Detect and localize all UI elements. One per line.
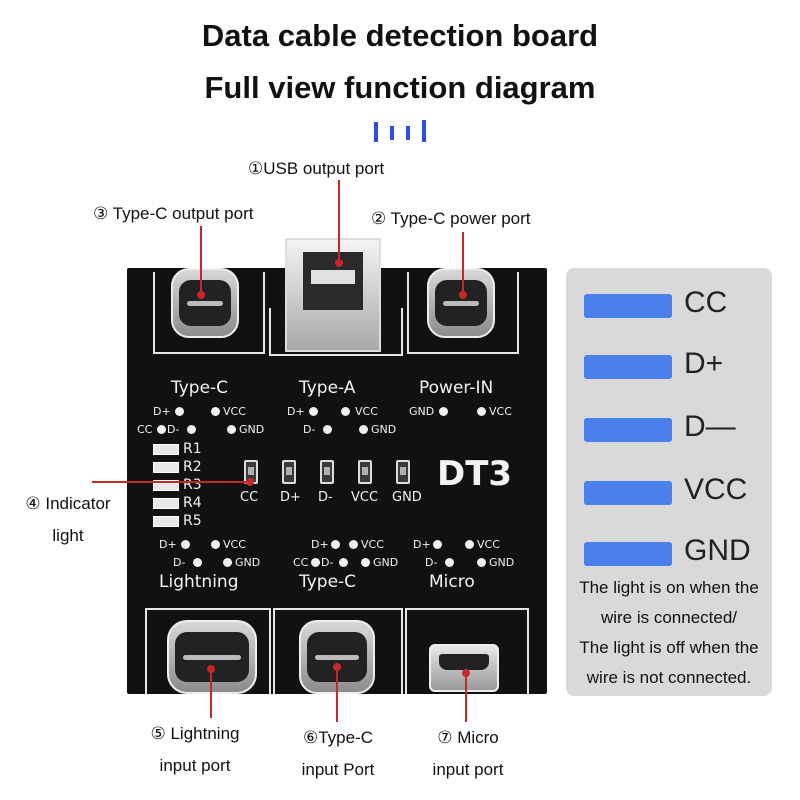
callout-lightning-input: ⑤ Lightning input port xyxy=(135,718,255,782)
page-title: Data cable detection board xyxy=(201,18,599,53)
pad-label: CC xyxy=(137,423,153,436)
legend-swatch xyxy=(584,294,672,318)
micro-frame xyxy=(405,608,529,694)
pad-label: GND xyxy=(371,423,397,436)
callout-lightning-line2: input port xyxy=(159,756,231,775)
legend-swatch xyxy=(584,542,672,566)
pad-label: GND xyxy=(373,556,399,569)
legend-note-line4: wire is not connected. xyxy=(586,668,752,687)
legend-panel: CC D+ D— VCC GND The light is on when th… xyxy=(566,268,772,696)
callout-typec-in-line2: input Port xyxy=(301,760,375,779)
typec-input-frame xyxy=(273,608,403,694)
callout-lightning-line1: ⑤ Lightning xyxy=(150,724,240,743)
pad-label: GND xyxy=(239,423,265,436)
legend-swatch xyxy=(584,481,672,505)
indicator-led-dplus xyxy=(282,460,296,484)
pad-label: D- xyxy=(425,556,438,569)
indicator-led-dminus xyxy=(320,460,334,484)
usb-a-output-port xyxy=(285,238,381,352)
pad-label: D+ xyxy=(287,405,305,418)
lightning-frame xyxy=(145,608,271,694)
silk-typea: Type-A xyxy=(299,378,356,398)
legend-vcc: VCC xyxy=(684,473,748,506)
pad-label: D+ xyxy=(413,538,431,551)
usb-a-frame xyxy=(269,308,403,356)
pad-label: D- xyxy=(167,423,180,436)
legend-dminus: D— xyxy=(684,410,736,443)
led-label-cc: CC xyxy=(240,490,259,505)
resistor-r4: R4 xyxy=(183,495,202,511)
divider-marks-icon xyxy=(374,120,428,144)
callout-typec-power: ② Type-C power port xyxy=(371,209,531,228)
typec-output-port xyxy=(171,268,239,338)
resistor-labels: R1 R2 R3 R4 R5 xyxy=(183,440,202,530)
pad-label: D- xyxy=(303,423,316,436)
board-model: DT3 xyxy=(437,454,513,494)
pad-label: VCC xyxy=(223,405,246,418)
resistor-r5: R5 xyxy=(183,513,202,529)
pad-label: D- xyxy=(321,556,334,569)
legend-gnd: GND xyxy=(684,534,751,567)
callout-indicator-line2: light xyxy=(52,526,84,545)
silk-micro: Micro xyxy=(429,572,475,592)
callout-indicator-line1: ④ Indicator xyxy=(25,494,111,513)
typec-power-port xyxy=(427,268,495,338)
led-label-dplus: D+ xyxy=(280,490,301,505)
callout-micro-line2: input port xyxy=(432,760,504,779)
pad-label: VCC xyxy=(477,538,500,551)
legend-dplus: D+ xyxy=(684,347,724,380)
callout-usb-output: ①USB output port xyxy=(248,159,385,178)
pad-label: GND xyxy=(235,556,261,569)
typec-input-port xyxy=(299,620,375,694)
pad-label: D- xyxy=(173,556,186,569)
resistor-r3: R3 xyxy=(183,477,202,493)
pad-label: VCC xyxy=(355,405,378,418)
led-label-vcc: VCC xyxy=(351,490,379,505)
legend-swatch xyxy=(584,418,672,442)
resistor-r2: R2 xyxy=(183,459,202,475)
led-label-gnd: GND xyxy=(392,490,422,505)
pad-label: D+ xyxy=(159,538,177,551)
silk-typec-bottom: Type-C xyxy=(299,572,357,592)
pad-label: VCC xyxy=(361,538,384,551)
pad-label: D+ xyxy=(311,538,329,551)
legend-note-line2: wire is connected/ xyxy=(600,608,738,627)
legend-swatch xyxy=(584,355,672,379)
silk-lightning: Lightning xyxy=(159,572,239,592)
legend-cc: CC xyxy=(684,286,728,319)
micro-input-port xyxy=(429,644,499,692)
pad-label: CC xyxy=(293,556,309,569)
callout-typec-in-line1: ⑥Type-C xyxy=(302,728,374,747)
pad-label: VCC xyxy=(223,538,246,551)
pcb-board: Type-C Type-A Power-IN D+ VCC CC D- GND … xyxy=(127,238,547,694)
callout-micro-input: ⑦ Micro input port xyxy=(410,722,526,786)
pad-label: VCC xyxy=(489,405,512,418)
callout-typec-output: ③ Type-C output port xyxy=(93,204,254,223)
legend-note-line3: The light is off when the xyxy=(579,638,759,657)
pad-label: GND xyxy=(489,556,515,569)
indicator-led-vcc xyxy=(358,460,372,484)
silk-power-in: Power-IN xyxy=(419,378,494,398)
silk-typec-top: Type-C xyxy=(171,378,229,398)
callout-micro-line1: ⑦ Micro xyxy=(437,728,499,747)
lightning-input-port xyxy=(167,620,257,694)
legend-note-line1: The light is on when the xyxy=(579,578,759,597)
pad-label: GND xyxy=(409,405,435,418)
callout-typec-input: ⑥Type-C input Port xyxy=(280,722,396,786)
led-label-dminus: D- xyxy=(318,490,333,505)
callout-indicator: ④ Indicator light xyxy=(16,488,120,552)
pad-label: D+ xyxy=(153,405,171,418)
typec-output-frame xyxy=(153,272,265,354)
typec-power-frame xyxy=(407,272,519,354)
indicator-led-gnd xyxy=(396,460,410,484)
page-subtitle: Full view function diagram xyxy=(204,70,596,105)
resistor-r1: R1 xyxy=(183,441,202,457)
